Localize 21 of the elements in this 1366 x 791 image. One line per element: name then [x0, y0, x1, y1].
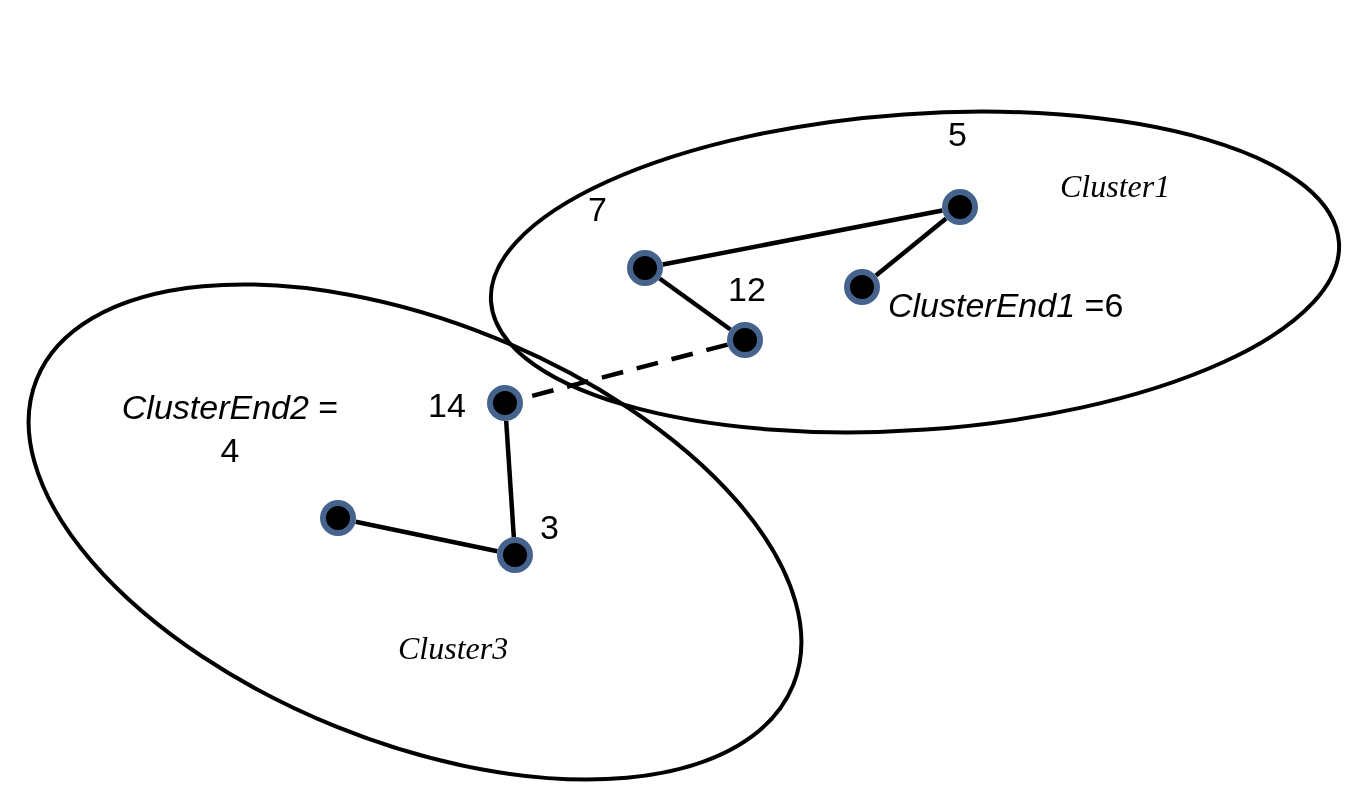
connector-line	[503, 420, 517, 538]
connector-line	[658, 276, 732, 332]
point-label: 12	[728, 269, 767, 310]
data-point	[844, 269, 880, 305]
data-point	[320, 500, 356, 536]
point-label: 7	[588, 189, 608, 230]
connector-line	[355, 519, 498, 554]
connector-line	[874, 216, 948, 278]
cluster-label: Cluster1	[1060, 170, 1171, 202]
connector-line	[662, 208, 943, 267]
cluster-label: Cluster3	[398, 632, 509, 664]
point-label: 14	[428, 385, 467, 426]
point-label: ClusterEnd2 = 4	[120, 387, 340, 471]
data-point	[942, 189, 978, 225]
point-label: 3	[540, 507, 560, 548]
data-point	[627, 250, 663, 286]
data-point	[727, 322, 763, 358]
point-label: ClusterEnd1 =6	[888, 285, 1125, 326]
data-point	[487, 385, 523, 421]
data-point	[497, 537, 533, 573]
point-label: 5	[948, 114, 968, 155]
